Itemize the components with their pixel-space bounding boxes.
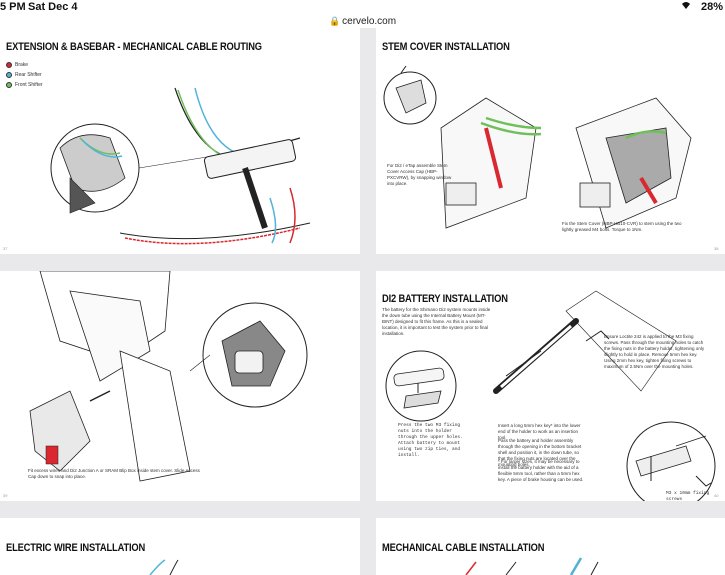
page-mechanical-cable: MECHANICAL CABLE INSTALLATION (376, 518, 725, 575)
page-number: 38 (714, 246, 719, 251)
wifi-icon (681, 1, 691, 13)
access-cap-illustration (383, 65, 692, 229)
page-title: DI2 BATTERY INSTALLATION (382, 293, 508, 305)
brake-swatch (6, 62, 12, 68)
battery-intro: The battery for the Shimano Di2 system m… (382, 307, 491, 336)
battery-level: 28% (700, 1, 723, 13)
lock-icon: 🔒 (328, 16, 341, 26)
mechanical-cable-illustration (465, 557, 599, 575)
status-bar: 5 PM Sat Dec 4 28% (0, 0, 725, 16)
page-extension-routing: EXTENSION & BASEBAR - MECHANICAL CABLE R… (0, 28, 360, 254)
caption-insert-key: Insert a long 5mm hex key* into the lowe… (498, 423, 581, 440)
page-title: STEM COVER INSTALLATION (382, 41, 510, 53)
caption-junction: Fit excess wires and Di2 Junction A or S… (28, 468, 200, 479)
page-electric-wire: ELECTRIC WIRE INSTALLATION (0, 518, 360, 575)
caption-stem-cover: Fix the Stem Cover (HBP-HB10-CVR) to ste… (562, 221, 682, 232)
page-title: MECHANICAL CABLE INSTALLATION (382, 542, 545, 554)
caption-loctite: Ensure Loctite 242 is applied to the M3 … (604, 334, 705, 369)
legend-label: Front Shifter (15, 82, 43, 88)
junction-illustration (29, 271, 308, 482)
caption-large-sizes: * For larger sizes, it may be necessary … (498, 459, 584, 482)
page-title: EXTENSION & BASEBAR - MECHANICAL CABLE R… (6, 41, 262, 53)
electric-wire-illustration (149, 559, 179, 575)
legend-label: Brake (15, 62, 29, 68)
page-number: 37 (3, 246, 8, 251)
address-bar[interactable]: 🔒cervelo.com (0, 16, 725, 28)
page-junction: Fit excess wires and Di2 Junction A or S… (0, 271, 360, 501)
caption-pass-battery: Pass the battery and holder assembly thr… (498, 438, 582, 467)
battery-illustration (385, 290, 716, 501)
legend-item-front: Front Shifter (6, 80, 43, 90)
caption-access-cap: For Di2 / eTap assemble Stem Cover Acces… (387, 163, 452, 186)
page-stem-cover: STEM COVER INSTALLATION For Di2 / eTap a… (376, 28, 725, 254)
front-swatch (6, 82, 12, 88)
page-di2-battery: DI2 BATTERY INSTALLATION The battery for… (376, 271, 725, 501)
url-text: cervelo.com (342, 16, 397, 27)
handlebar-illustration (50, 87, 311, 245)
page-number: 40 (714, 493, 719, 498)
status-date: Sat Dec 4 (28, 1, 78, 13)
legend-label: Rear Shifter (15, 72, 42, 78)
screw-label: M3 x 10mm fixing screws (666, 491, 710, 501)
page-title: ELECTRIC WIRE INSTALLATION (6, 542, 146, 554)
legend-item-rear: Rear Shifter (6, 70, 43, 80)
document-viewport[interactable]: EXTENSION & BASEBAR - MECHANICAL CABLE R… (0, 28, 725, 575)
color-legend: Brake Rear Shifter Front Shifter (6, 60, 43, 90)
rear-swatch (6, 72, 12, 78)
legend-item-brake: Brake (6, 60, 43, 70)
caption-fixing-nuts: Press the two M3 fixing nuts into the ho… (398, 423, 463, 458)
page-number: 39 (3, 493, 8, 498)
status-time: 5 PM (0, 1, 26, 13)
